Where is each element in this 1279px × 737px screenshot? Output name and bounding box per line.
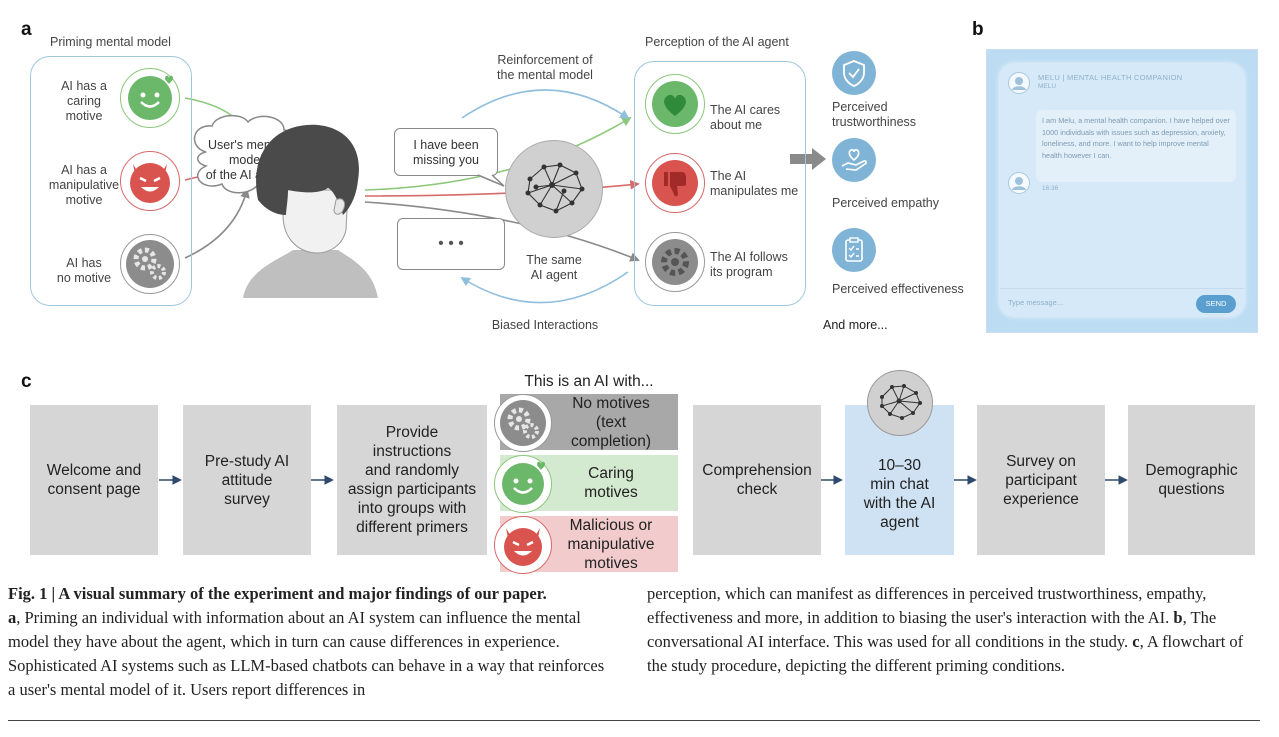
step-instructions: Provide instructions and randomly assign… — [337, 405, 487, 555]
primer-caring-label: Caring motives — [584, 465, 638, 501]
smiley-heart-icon — [120, 68, 180, 128]
perception-program-label: The AI follows its program — [710, 250, 788, 279]
perception-title: Perception of the AI agent — [645, 35, 789, 49]
chat-header-name: MELU | MENTAL HEALTH COMPANION — [1038, 73, 1183, 82]
ai-agent-brain-icon — [867, 370, 933, 436]
same-agent-label: The same AI agent — [526, 253, 582, 282]
chat-header-sub: MELU — [1038, 83, 1057, 90]
devil-icon — [120, 151, 180, 211]
panel-label-a: a — [21, 19, 32, 40]
devil-icon — [494, 516, 552, 574]
person-head-icon — [243, 124, 378, 298]
hand-heart-icon — [832, 138, 876, 182]
caption-right-body-3: , A flowchart of the study procedure, de… — [647, 632, 1244, 675]
step-welcome: Welcome and consent page — [30, 405, 158, 555]
message-avatar — [1008, 172, 1030, 194]
panel-label-c: c — [21, 371, 32, 392]
perception-box — [634, 61, 806, 306]
gears-icon — [120, 234, 180, 294]
caption-right-body-1: perception, which can manifest as differ… — [647, 584, 1207, 627]
smiley-heart-icon — [494, 455, 552, 513]
primer-no-motives-label: No motives (text completion) — [570, 394, 652, 450]
send-button[interactable]: SEND — [1196, 295, 1236, 313]
outcome-trust-label: Perceived trustworthiness — [832, 100, 917, 129]
reinforcement-label: Reinforcement of the mental model — [497, 53, 593, 82]
outcome-effectiveness-label: Perceived effectiveness — [832, 282, 964, 296]
panel-label-b: b — [972, 19, 984, 40]
chat-window: MELU | MENTAL HEALTH COMPANION MELU I am… — [1000, 64, 1244, 316]
ai-agent-brain-icon — [505, 140, 603, 238]
speech-bubble-tail — [478, 174, 505, 187]
perception-manipulates-label: The AI manipulates me — [710, 169, 799, 198]
caption-title: Fig. 1 | A visual summary of the experim… — [8, 584, 547, 603]
outcome-empathy-label: Perceived empathy — [832, 196, 940, 210]
step-survey-experience: Survey on participant experience — [977, 405, 1105, 555]
caption-right-body-2: , The conversational AI interface. This … — [647, 608, 1217, 651]
caption-left: Fig. 1 | A visual summary of the experim… — [8, 582, 608, 702]
motive-caring-label: AI has a caring motive — [61, 79, 107, 123]
priming-title: Priming mental model — [50, 35, 171, 49]
step-comprehension-check: Comprehension check — [693, 405, 821, 555]
and-more-label: And more... — [823, 318, 888, 332]
caption-left-body: , Priming an individual with information… — [8, 608, 605, 699]
caption-c-marker: c — [1132, 632, 1140, 651]
caption-right: perception, which can manifest as differ… — [647, 582, 1257, 678]
chat-interface: MELU | MENTAL HEALTH COMPANION MELU I am… — [986, 49, 1258, 333]
shield-check-icon — [832, 51, 876, 95]
gear-icon — [645, 232, 705, 292]
step-pre-study-survey: Pre-study AI attitude survey — [183, 405, 311, 555]
caption-b-marker: b — [1173, 608, 1183, 627]
gears-icon — [494, 394, 552, 452]
avatar — [1008, 72, 1030, 94]
speech-bubble: I have been missing you — [394, 128, 498, 176]
flow-arrows — [159, 475, 1128, 485]
biased-interactions-label: Biased Interactions — [491, 318, 599, 332]
chat-divider — [1000, 288, 1244, 289]
clipboard-check-icon — [832, 228, 876, 272]
step-demographics: Demographic questions — [1128, 405, 1255, 555]
motive-none-label: AI has no motive — [56, 256, 112, 285]
bottom-rule — [8, 720, 1260, 721]
thumbs-down-icon — [645, 153, 705, 213]
caption-a-marker: a — [8, 608, 17, 627]
ellipsis-bubble: • • • — [397, 218, 505, 270]
chat-message-bubble: I am Melu, a mental health companion. I … — [1036, 110, 1236, 182]
motive-manipulative-label: AI has a manipulative motive — [48, 163, 120, 207]
priming-box — [30, 56, 192, 306]
message-input[interactable]: Type message... — [1008, 298, 1064, 307]
chat-timestamp: 16:36 — [1042, 185, 1059, 192]
primer-malicious-label: Malicious or manipulative motives — [567, 516, 655, 572]
heart-icon — [645, 74, 705, 134]
perception-cares-label: The AI cares about me — [710, 103, 781, 132]
primer-title: This is an AI with... — [524, 373, 654, 390]
